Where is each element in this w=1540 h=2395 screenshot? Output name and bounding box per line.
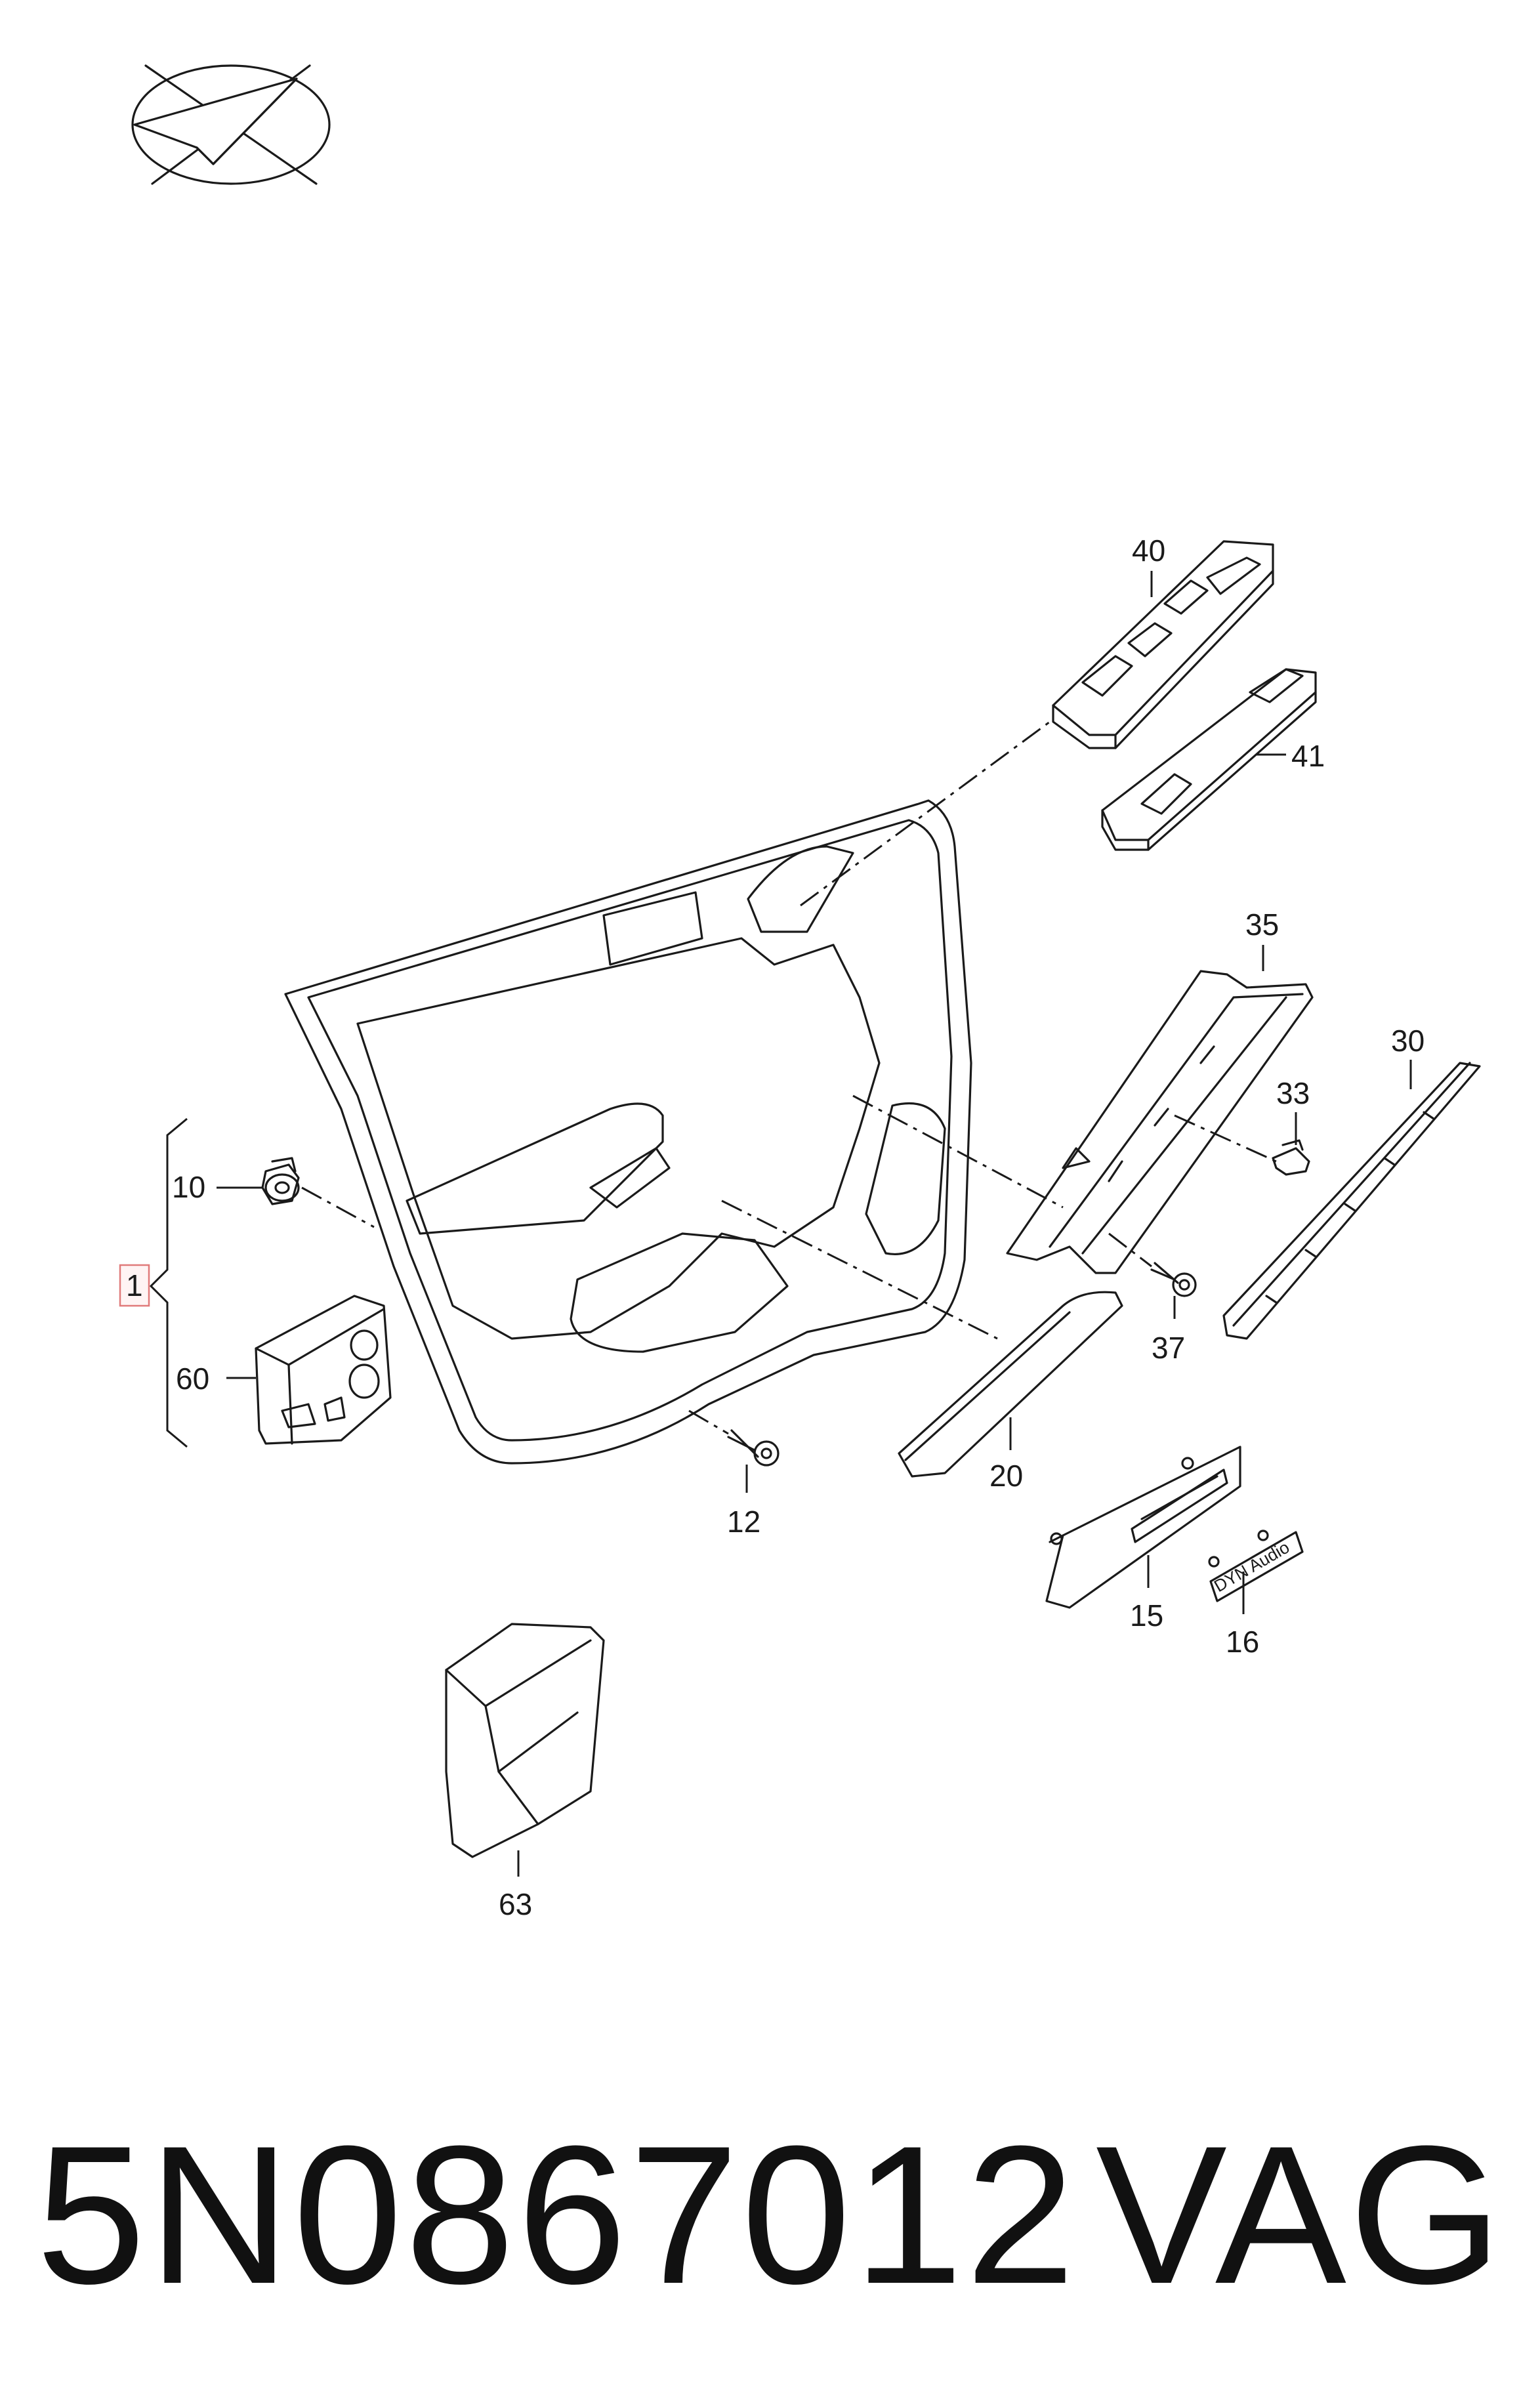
part-37-screw	[1150, 1262, 1197, 1297]
part-12-screw	[727, 1429, 780, 1467]
callout-37: 37	[1152, 1331, 1185, 1365]
check-arrow-logo-icon	[131, 64, 331, 185]
callout-12: 12	[727, 1505, 760, 1539]
assembly-line-37	[1108, 1232, 1152, 1268]
callout-63: 63	[499, 1887, 532, 1921]
part-40-window-switch-panel	[1052, 540, 1274, 749]
callout-16: 16	[1226, 1625, 1259, 1659]
part-30-trim-moulding	[1222, 1062, 1481, 1340]
callout-40: 40	[1132, 533, 1165, 568]
assembly-line-40	[800, 720, 1051, 907]
part-10-retaining-clip	[261, 1157, 300, 1205]
group-bracket-1	[149, 1117, 188, 1448]
callout-1-highlight	[119, 1264, 150, 1307]
door-trim-panel	[284, 799, 972, 1465]
dyn-audio-badge-label: DYN Audio	[1211, 1537, 1293, 1596]
callout-30: 30	[1391, 1024, 1425, 1058]
part-20-decor-strip	[898, 1291, 1123, 1478]
part-16-dyn-audio-badge	[1208, 1530, 1304, 1602]
callout-60: 60	[176, 1362, 209, 1396]
callout-20: 20	[989, 1459, 1023, 1493]
assembly-line-35	[852, 1094, 1064, 1209]
assembly-line-33	[1174, 1114, 1277, 1163]
callout-41: 41	[1291, 739, 1325, 773]
part-15-switch-cover	[1045, 1446, 1241, 1609]
assembly-line-10	[301, 1186, 375, 1228]
part-35-trim-strip	[1006, 970, 1314, 1274]
part-41-window-switch-single	[1101, 668, 1317, 851]
callout-10: 10	[172, 1170, 205, 1204]
part-33-clip	[1272, 1139, 1310, 1176]
part-63-insulation-pad	[445, 1623, 605, 1858]
callout-33: 33	[1276, 1076, 1310, 1110]
callout-15: 15	[1130, 1598, 1163, 1633]
assembly-line-20	[721, 1199, 998, 1340]
callout-35: 35	[1245, 907, 1279, 942]
assembly-line-12	[688, 1409, 729, 1435]
brand-name: VAG	[1096, 2104, 1505, 2325]
part-60-foam-block	[255, 1295, 392, 1445]
part-number: 5N0867012	[36, 2104, 1078, 2325]
callout-1: 1	[126, 1268, 143, 1302]
